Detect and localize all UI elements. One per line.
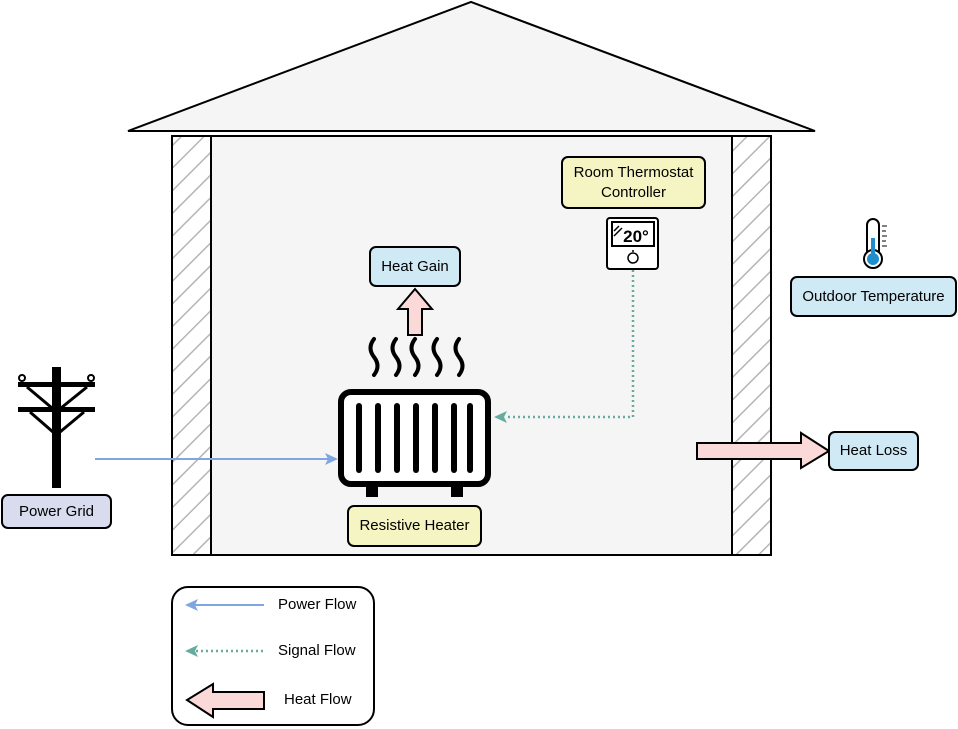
resistive-heater-label: Resistive Heater bbox=[347, 505, 482, 547]
thermostat-controller-label: Room Thermostat Controller bbox=[561, 156, 706, 209]
thermometer-icon bbox=[863, 218, 887, 269]
heat-loss-arrow bbox=[696, 431, 831, 470]
outdoor-temperature-label: Outdoor Temperature bbox=[790, 276, 957, 317]
right-wall bbox=[731, 135, 772, 556]
thermostat-icon: 20° bbox=[606, 217, 659, 270]
house-roof bbox=[127, 0, 816, 132]
legend-power-flow-label: Power Flow bbox=[278, 596, 357, 613]
power-grid-label: Power Grid bbox=[1, 494, 112, 529]
power-pole-icon bbox=[18, 367, 95, 488]
legend-heat-flow-label: Heat Flow bbox=[284, 691, 352, 708]
left-wall bbox=[171, 135, 212, 556]
radiator-icon bbox=[338, 337, 491, 497]
legend-heat-flow-symbol bbox=[185, 682, 265, 719]
power-flow-arrow bbox=[95, 453, 338, 465]
signal-flow-arrow bbox=[494, 270, 635, 423]
legend-power-flow-symbol bbox=[185, 599, 264, 611]
legend-signal-flow-symbol bbox=[185, 645, 264, 657]
thermostat-display: 20° bbox=[623, 227, 649, 246]
heat-loss-label: Heat Loss bbox=[828, 431, 919, 471]
legend-box bbox=[171, 586, 375, 726]
heat-gain-arrow bbox=[395, 287, 435, 336]
legend-signal-flow-label: Signal Flow bbox=[278, 642, 356, 659]
heat-gain-label: Heat Gain bbox=[369, 246, 461, 287]
